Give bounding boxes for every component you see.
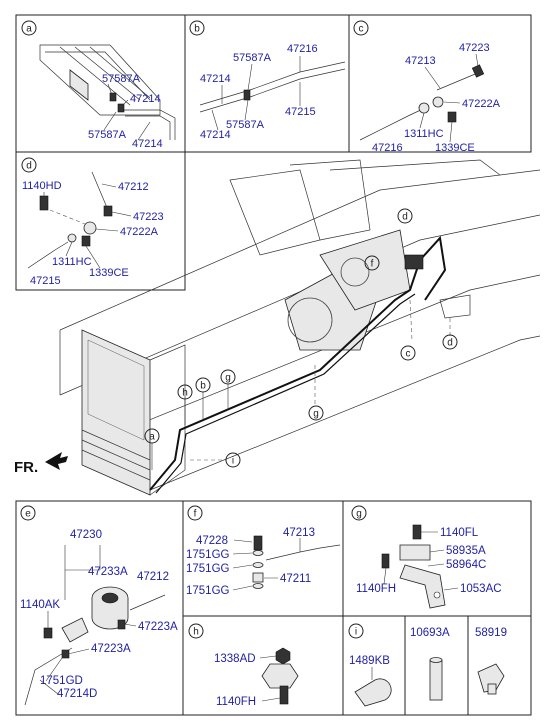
panel-e-part-3: 47212 xyxy=(137,571,169,583)
panel-j-part-1: 10693A xyxy=(410,627,450,639)
main-callout-e: d xyxy=(402,212,408,223)
panel-g: g 1140FL 58935A 58964C 1140FH 1053AC xyxy=(351,505,502,609)
panel-e-part-1: 47230 xyxy=(70,529,102,541)
panel-h: h 1338AD 1140FH xyxy=(188,623,299,708)
panel-d-part-6: 1339CE xyxy=(89,267,129,279)
panel-h-letter: h xyxy=(193,627,199,638)
panel-58919: 58919 xyxy=(475,627,507,695)
panel-e-part-5: 47223A xyxy=(138,621,178,633)
panel-i-part-1: 1489KB xyxy=(349,655,390,667)
panel-b-part-1: 57587A xyxy=(233,52,272,64)
panel-frames-top xyxy=(15,14,532,291)
panel-e: e 47230 47233A 47212 1140AK 47223A 47223… xyxy=(20,505,178,706)
panel-e-letter: e xyxy=(25,509,31,520)
panel-c-letter: c xyxy=(359,24,364,35)
panel-d-part-3: 47223 xyxy=(133,211,164,223)
panel-d-part-1: 1140HD xyxy=(22,180,62,192)
panel-b-part-6: 47214 xyxy=(200,129,231,141)
panel-c-part-1: 47223 xyxy=(459,42,490,54)
panel-f-part-2: 47213 xyxy=(283,527,315,539)
panel-c-part-3: 47222A xyxy=(462,98,501,110)
panel-i-letter: i xyxy=(355,627,357,638)
panel-frames-bottom xyxy=(15,500,532,716)
panel-c-part-5: 47216 xyxy=(372,142,403,154)
main-callout-i: i xyxy=(232,456,234,467)
main-callout-b: b xyxy=(200,381,206,392)
panel-f-letter: f xyxy=(194,509,197,520)
panel-b-part-5: 57587A xyxy=(226,119,265,131)
panel-g-letter: g xyxy=(356,509,362,520)
panel-a: a 57587A 47214 57587A 47214 xyxy=(21,20,176,150)
panel-f-part-4: 1751GG xyxy=(186,563,230,575)
panel-f-part-3: 1751GG xyxy=(186,549,230,561)
panel-a-part-1: 57587A xyxy=(102,73,141,85)
panel-b-letter: b xyxy=(194,24,200,35)
panel-g-part-2: 58935A xyxy=(446,545,486,557)
front-direction-arrow: FR. xyxy=(14,452,68,476)
main-callout-a: a xyxy=(149,432,155,443)
panel-d-part-2: 47212 xyxy=(118,181,149,193)
panel-c-part-4: 1311HC xyxy=(404,128,444,140)
panel-a-part-3: 57587A xyxy=(88,129,127,141)
panel-e-part-4: 1140AK xyxy=(20,599,60,611)
panel-g-part-1: 1140FL xyxy=(440,527,479,539)
panel-f-part-5: 47211 xyxy=(280,573,311,585)
panel-c-part-6: 1339CE xyxy=(435,142,475,154)
panel-a-part-2: 47214 xyxy=(130,93,161,105)
panel-f: f 47228 47213 1751GG 1751GG 47211 1751GG xyxy=(186,505,341,597)
panel-d-part-4: 47222A xyxy=(120,226,159,238)
callout-a-circle xyxy=(21,20,37,36)
panel-e-part-2: 47233A xyxy=(88,566,128,578)
front-direction-label: FR. xyxy=(14,459,38,476)
panel-d-letter: d xyxy=(26,161,32,172)
main-callout-f: f xyxy=(371,259,374,270)
panel-h-part-2: 1140FH xyxy=(216,696,256,708)
panel-f-part-6: 1751GG xyxy=(186,585,230,597)
main-callout-g2: g xyxy=(225,373,231,384)
chassis-drawing xyxy=(59,159,541,496)
panel-b-part-2: 47216 xyxy=(287,43,318,55)
panel-e-part-8: 47214D xyxy=(57,688,97,700)
panel-c: c 47223 47213 47222A 1311HC 47216 1339CE xyxy=(353,20,501,154)
panel-g-part-3: 58964C xyxy=(446,559,486,571)
main-callouts: d f c d g g b h a i xyxy=(144,208,458,470)
panel-10693a: 10693A xyxy=(410,627,450,701)
panel-b: b 57587A 47216 47214 47215 57587A 47214 xyxy=(189,20,346,141)
panel-f-part-1: 47228 xyxy=(196,535,228,547)
panel-b-part-4: 47215 xyxy=(285,106,316,118)
panel-d: d 1140HD 47212 47223 47222A 1311HC 1339C… xyxy=(21,157,164,287)
main-callout-g: g xyxy=(313,409,319,420)
panel-h-part-1: 1338AD xyxy=(214,653,256,665)
panel-b-part-3: 47214 xyxy=(200,73,231,85)
panel-i: i 1489KB xyxy=(348,623,392,707)
panel-g-part-5: 1053AC xyxy=(460,583,502,595)
main-callout-c: c xyxy=(406,349,411,360)
panel-d-part-7: 47215 xyxy=(30,275,61,287)
panel-e-part-7: 1751GD xyxy=(40,675,83,687)
main-callout-h: h xyxy=(182,388,188,399)
panel-k-part-1: 58919 xyxy=(475,627,507,639)
panel-e-part-6: 47223A xyxy=(91,643,131,655)
radiator xyxy=(81,329,151,496)
panel-a-part-4: 47214 xyxy=(132,138,163,150)
panel-a-letter: a xyxy=(26,24,32,35)
main-callout-d: d xyxy=(447,338,453,349)
panel-d-part-5: 1311HC xyxy=(52,256,92,268)
panel-c-part-2: 47213 xyxy=(405,55,436,67)
panel-g-part-4: 1140FH xyxy=(356,583,396,595)
